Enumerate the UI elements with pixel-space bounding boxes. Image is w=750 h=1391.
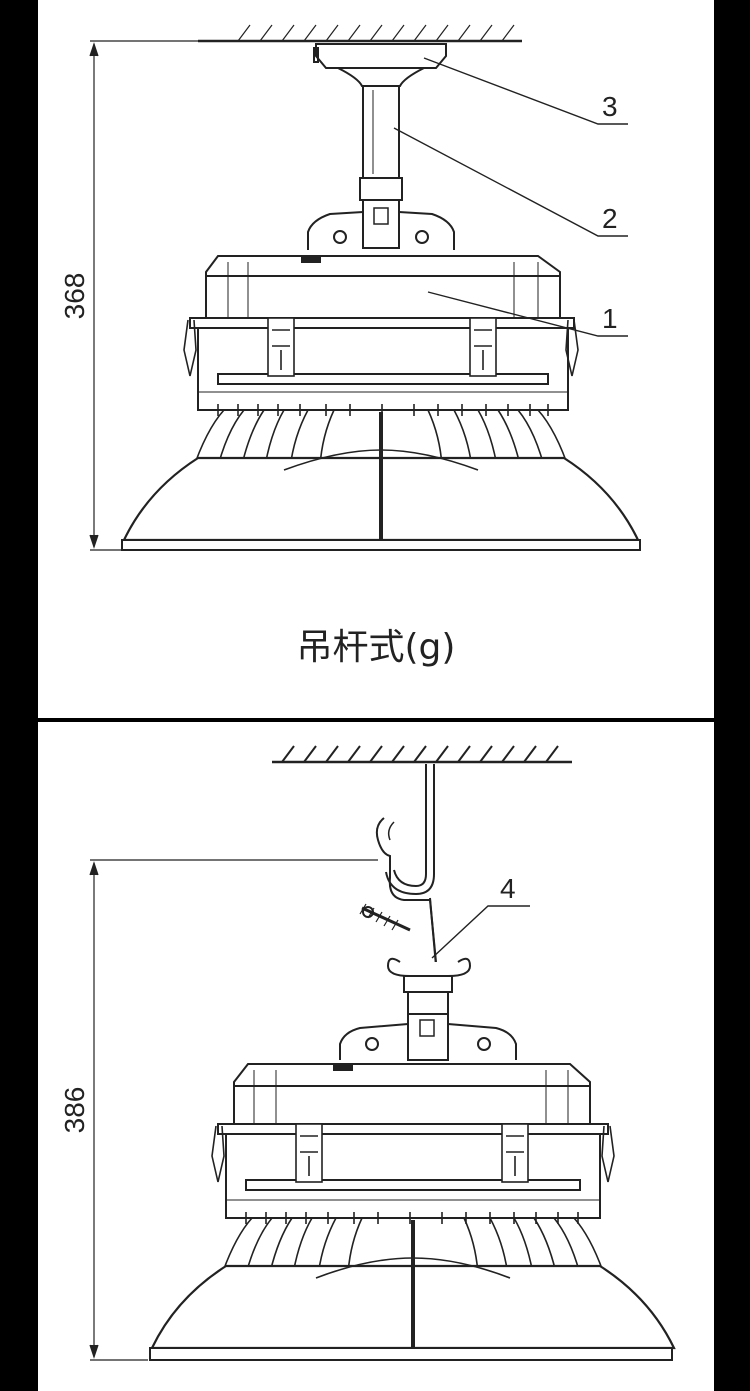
callout-3: 3 <box>602 91 618 122</box>
heat-sink-fins <box>191 404 571 475</box>
latch-clips <box>211 1123 615 1183</box>
latch-clips <box>183 317 579 377</box>
reflector <box>121 412 641 551</box>
callout-2: 2 <box>602 203 618 234</box>
height-dimension <box>89 40 248 551</box>
mount-type-caption: 吊杆式(g) <box>296 627 456 668</box>
dimension-label: 368 <box>59 273 90 320</box>
ceiling <box>198 24 522 43</box>
dimension-label: 386 <box>59 1087 90 1134</box>
reflector <box>149 1220 676 1361</box>
hook-assembly <box>359 764 437 982</box>
top-diagram-panel: 368 <box>38 0 714 718</box>
bracket <box>307 211 455 250</box>
driver-housing <box>189 255 575 411</box>
callout-4: 4 <box>500 873 516 904</box>
bottom-diagram-panel: 386 <box>38 722 714 1391</box>
driver-housing <box>217 1063 609 1219</box>
height-dimension <box>89 859 378 1361</box>
bracket <box>339 1023 517 1060</box>
callout-1: 1 <box>602 303 618 334</box>
callout-leaders <box>393 57 628 337</box>
heat-sink-fins <box>219 1212 607 1283</box>
pole <box>359 85 403 249</box>
pole-mount-drawing: 368 <box>59 24 641 551</box>
callout-leaders <box>431 905 530 959</box>
ceiling <box>272 745 572 764</box>
eye-bolt <box>386 957 472 1061</box>
mount-base <box>313 43 447 87</box>
hook-mount-drawing: 386 <box>59 745 676 1361</box>
